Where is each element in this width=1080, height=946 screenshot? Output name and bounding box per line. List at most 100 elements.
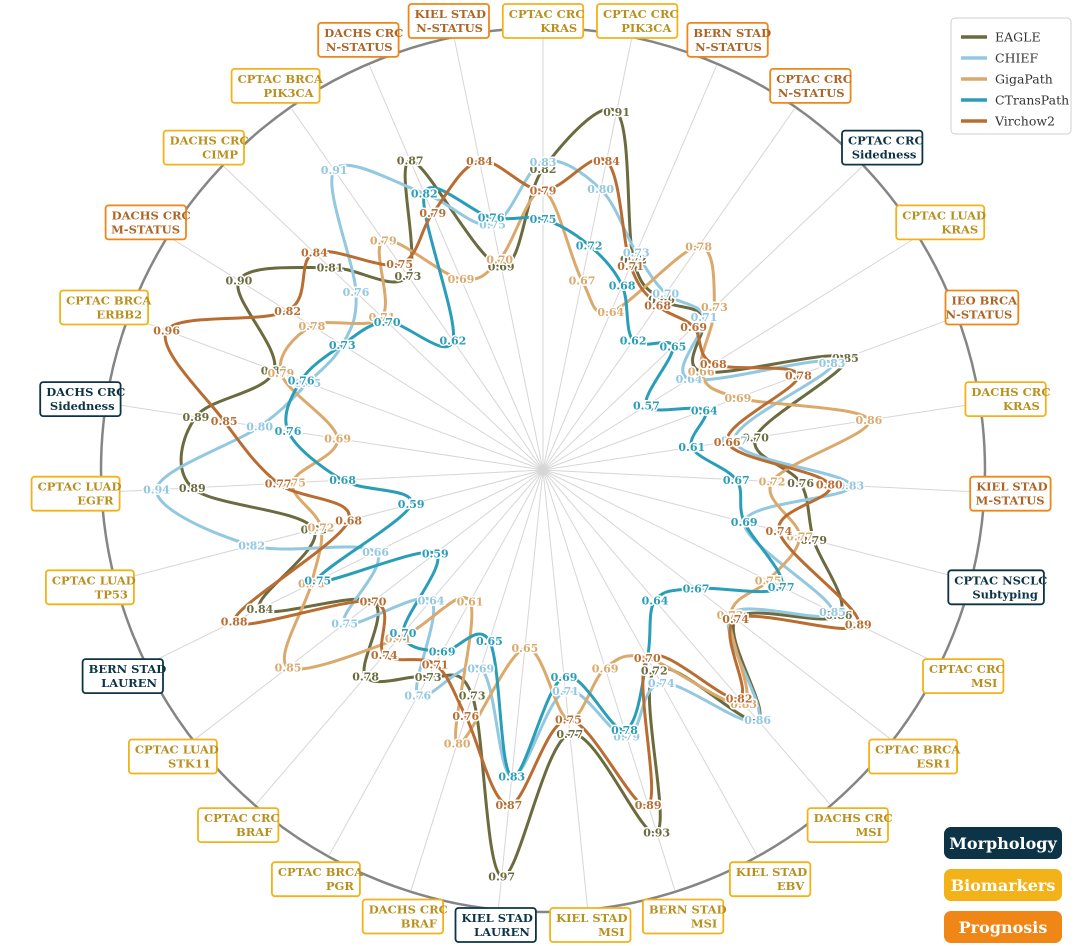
data-label-virchow2: 0.79: [419, 207, 446, 220]
category-label-line2: N-STATUS: [326, 40, 393, 54]
category-label-line2: MSI: [691, 917, 717, 931]
category-label-line1: KIEL STAD: [556, 911, 627, 925]
data-label-ctranspath: 0.76: [478, 211, 505, 224]
category-label-line1: DACHS CRC: [112, 208, 191, 222]
data-label-gigapath: 0.65: [512, 642, 539, 655]
data-label-gigapath: 0.73: [717, 609, 744, 622]
data-label-virchow2: 0.68: [335, 514, 362, 527]
category-label-line1: CPTAC BRCA: [238, 72, 324, 86]
data-label-chief: 0.76: [404, 690, 431, 703]
category-label-line1: KIEL STAD: [976, 480, 1047, 494]
data-label-chief: 0.73: [623, 247, 650, 260]
category-label-line1: DACHS CRC: [971, 385, 1050, 399]
data-label-eagle: 0.86: [744, 714, 771, 727]
data-label-eagle: 0.80: [261, 364, 288, 377]
data-label-virchow2: 0.82: [726, 692, 753, 705]
data-label-gigapath: 0.78: [685, 241, 712, 254]
data-label-virchow2: 0.74: [722, 613, 749, 626]
data-label-ctranspath: 0.68: [609, 280, 636, 293]
data-label-chief: 0.67: [721, 435, 748, 448]
spoke: [103, 469, 544, 493]
category-box: [454, 907, 537, 943]
series-line-eagle: [179, 107, 848, 878]
category-box: [769, 68, 852, 104]
data-label-chief: 0.69: [467, 662, 494, 675]
data-label-virchow2: 0.75: [386, 258, 413, 271]
series-line-chief: [154, 159, 853, 779]
category-box: [407, 3, 490, 39]
data-label-eagle: 0.77: [556, 728, 583, 741]
category-box: [501, 3, 585, 39]
data-label-eagle: 0.73: [301, 523, 328, 536]
category-label-line2: ERBB2: [96, 308, 142, 322]
category-label-line1: DACHS CRC: [324, 26, 403, 40]
category-label-line1: KIEL STAD: [736, 865, 807, 879]
legend-label-ctranspath: CTransPath: [995, 93, 1069, 108]
data-label-virchow2: 0.78: [785, 369, 812, 382]
category-box: [317, 21, 400, 58]
category-label-line1: CPTAC BRCA: [875, 743, 961, 757]
data-label-ctranspath: 0.73: [329, 339, 356, 352]
spoke: [107, 402, 544, 471]
spoke: [542, 469, 589, 908]
series-line-virchow2: [163, 157, 860, 808]
legend-label-eagle: EAGLE: [995, 30, 1041, 45]
data-label-chief: 0.79: [613, 731, 640, 744]
category-label-line1: CPTAC BRCA: [278, 865, 364, 879]
spoke: [542, 469, 970, 581]
category-label-line1: CPTAC LUAD: [52, 573, 136, 587]
spoke: [542, 316, 956, 471]
data-label-virchow2: 0.74: [371, 649, 398, 662]
legend-label-gigapath: GigaPath: [995, 72, 1053, 87]
legend-frame: [950, 17, 1072, 135]
data-label-gigapath: 0.67: [569, 275, 596, 288]
category-label-line1: BERN STAD: [693, 26, 771, 40]
series-line-gigapath: [278, 189, 871, 746]
data-label-gigapath: 0.72: [759, 476, 786, 489]
data-label-virchow2: 0.66: [714, 436, 741, 449]
data-label-eagle: 0.76: [787, 477, 814, 490]
data-label-eagle: 0.91: [603, 106, 630, 119]
data-label-ctranspath: 0.64: [642, 595, 669, 608]
category-box: [162, 129, 245, 166]
category-label-line1: KIEL STAD: [415, 7, 486, 21]
data-label-chief: 0.75: [294, 377, 321, 390]
data-label-virchow2: 0.88: [221, 616, 248, 629]
category-label-line2: LAUREN: [101, 676, 157, 690]
category-label-line2: LAUREN: [474, 925, 530, 939]
data-label-chief: 0.69: [731, 516, 758, 529]
data-label-ctranspath: 0.57: [633, 400, 660, 413]
category-label-line2: BRAF: [236, 825, 273, 839]
data-label-virchow2: 0.74: [766, 525, 793, 538]
category-label-line2: PGR: [326, 879, 354, 893]
data-label-ctranspath: 0.67: [723, 474, 750, 487]
category-box: [81, 658, 164, 694]
spoke: [169, 236, 544, 471]
data-label-gigapath: 0.61: [457, 596, 484, 609]
category-box: [922, 658, 1005, 694]
data-label-gigapath: 0.72: [308, 522, 335, 535]
category-box: [361, 898, 445, 935]
data-label-eagle: 0.86: [826, 609, 853, 622]
data-label-gigapath: 0.69: [324, 433, 351, 446]
spoke: [542, 469, 983, 493]
data-label-gigapath: 0.78: [299, 320, 326, 333]
spoke: [542, 108, 795, 471]
data-label-eagle: 0.93: [643, 826, 670, 839]
category-label-line2: PIK3CA: [263, 86, 314, 100]
category-label-line2: EBV: [777, 879, 805, 893]
data-label-chief: 0.85: [819, 606, 846, 619]
data-label-virchow2: 0.96: [153, 325, 180, 338]
spoke: [116, 469, 544, 581]
data-label-eagle: 0.73: [395, 270, 422, 283]
